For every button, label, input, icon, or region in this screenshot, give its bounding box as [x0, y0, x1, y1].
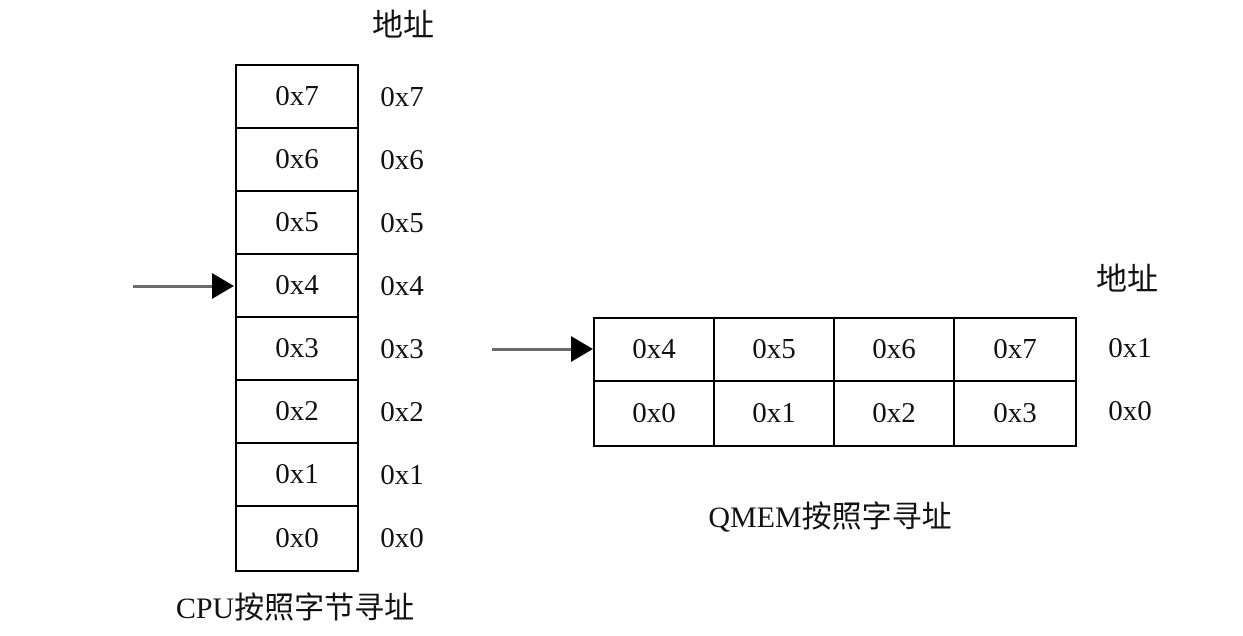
- qmem-caption: QMEM按照字寻址: [708, 501, 952, 534]
- qmem-memory-cell: 0x1: [715, 382, 835, 445]
- cpu-address-label: 0x5: [380, 207, 424, 239]
- cpu-memory-cell: 0x1: [237, 444, 357, 507]
- cpu-memory-cell: 0x3: [237, 318, 357, 381]
- qmem-arrow-shaft: [492, 348, 573, 351]
- cpu-memory-cell: 0x0: [275, 522, 319, 554]
- qmem-address-label: 0x0: [1108, 395, 1152, 427]
- qmem-memory-cell: 0x7: [955, 319, 1075, 382]
- cpu-address-label: 0x3: [380, 333, 424, 365]
- cpu-address-header: 地址: [372, 8, 434, 43]
- cpu-memory-cell: 0x7: [237, 66, 357, 129]
- qmem-memory-cell: 0x2: [835, 382, 955, 445]
- qmem-arrow-head-icon: [571, 336, 593, 362]
- qmem-address-header: 地址: [1096, 262, 1158, 297]
- cpu-memory-cell: 0x5: [237, 192, 357, 255]
- cpu-memory-column: 0x7 0x6 0x5 0x4 0x3 0x2 0x1 0x0: [235, 64, 359, 572]
- cpu-caption: CPU按照字节寻址: [175, 592, 415, 625]
- cpu-address-label: 0x6: [380, 144, 424, 176]
- qmem-memory-cell: 0x3: [993, 397, 1037, 429]
- cpu-address-label: 0x7: [380, 81, 424, 113]
- qmem-memory-table: 0x4 0x5 0x6 0x7 0x0 0x1 0x2 0x3: [593, 317, 1077, 447]
- cpu-address-label: 0x2: [380, 396, 424, 428]
- qmem-memory-cell: 0x6: [835, 319, 955, 382]
- cpu-memory-cell: 0x2: [237, 381, 357, 444]
- cpu-memory-cell: 0x6: [237, 129, 357, 192]
- cpu-address-label: 0x4: [380, 270, 424, 302]
- qmem-memory-cell: 0x5: [715, 319, 835, 382]
- cpu-arrow-shaft: [133, 285, 215, 288]
- qmem-memory-cell: 0x4: [595, 319, 715, 382]
- qmem-memory-cell: 0x0: [595, 382, 715, 445]
- cpu-address-label: 0x1: [380, 459, 424, 491]
- cpu-arrow-head-icon: [212, 273, 234, 299]
- cpu-memory-cell: 0x4: [237, 255, 357, 318]
- cpu-address-label: 0x0: [380, 522, 424, 554]
- qmem-address-label: 0x1: [1108, 332, 1152, 364]
